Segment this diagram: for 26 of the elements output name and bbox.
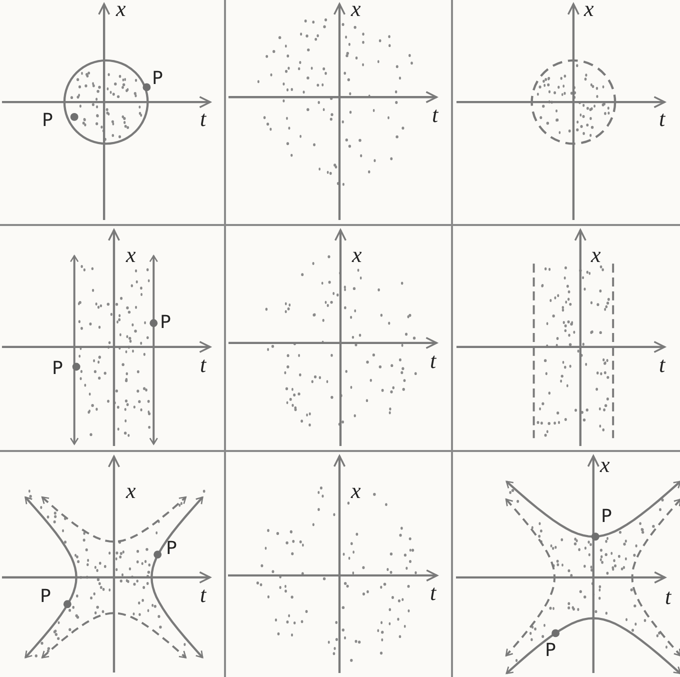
axis-label: t bbox=[659, 108, 666, 130]
axis-label: t bbox=[432, 104, 438, 126]
axis-label: t bbox=[430, 582, 436, 604]
point-label: P bbox=[160, 314, 171, 332]
axis-label: x bbox=[126, 244, 136, 266]
point-label: P bbox=[166, 540, 177, 558]
axis-label: t bbox=[665, 586, 672, 608]
axis-label: t bbox=[659, 354, 666, 376]
axis-label: x bbox=[351, 480, 361, 502]
axis-label: t bbox=[200, 584, 206, 606]
axis-label: x bbox=[591, 244, 601, 266]
axis-label: x bbox=[600, 454, 610, 476]
point-label: P bbox=[601, 508, 612, 526]
axis-label: t bbox=[430, 350, 436, 372]
point-label: P bbox=[42, 112, 53, 130]
axis-label: x bbox=[352, 244, 362, 266]
point-label: P bbox=[152, 70, 163, 88]
axis-label: t bbox=[200, 354, 206, 376]
axis-label: t bbox=[200, 108, 206, 130]
axis-label: x bbox=[126, 480, 136, 502]
axis-label: x bbox=[351, 0, 361, 20]
point-label: P bbox=[40, 588, 51, 606]
point-label: P bbox=[52, 360, 63, 378]
point-label: P bbox=[545, 642, 556, 660]
axis-label: x bbox=[116, 0, 126, 20]
axis-label: x bbox=[584, 0, 594, 20]
